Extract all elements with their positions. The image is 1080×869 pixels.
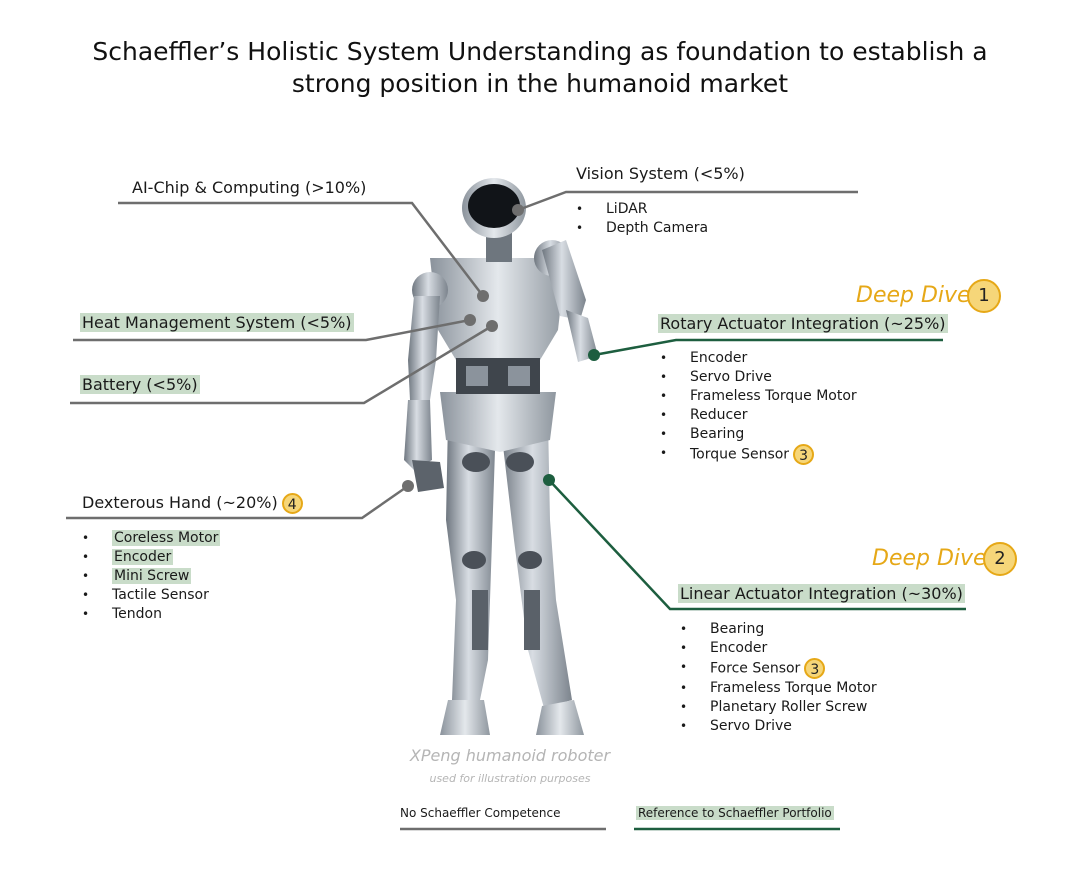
robot-illustration	[404, 178, 598, 735]
heat-connector	[73, 318, 471, 342]
rotary-marker	[588, 349, 600, 361]
heat-label-text: Heat Management System (<5%)	[80, 313, 354, 332]
vision-label: Vision System (<5%)	[576, 164, 745, 183]
list-item-text: Coreless Motor	[112, 530, 221, 546]
page-title: Schaeffler’s Holistic System Understandi…	[0, 36, 1080, 100]
list-item: Frameless Torque Motor	[660, 387, 857, 406]
hand-list: Coreless Motor Encoder Mini Screw Tactil…	[82, 529, 221, 624]
rotary-label-text: Rotary Actuator Integration (~25%)	[658, 314, 948, 333]
torque-sensor-badge: 3	[793, 444, 815, 465]
heat-marker	[464, 314, 476, 326]
title-line-1: Schaeffler’s Holistic System Understandi…	[92, 37, 988, 66]
ai-chip-label: AI-Chip & Computing (>10%)	[132, 178, 367, 197]
battery-label: Battery (<5%)	[80, 374, 200, 396]
linear-connector	[548, 479, 966, 611]
hand-label-text: Dexterous Hand (~20%)	[82, 493, 278, 512]
rotary-connector	[593, 338, 943, 357]
linear-label-text: Linear Actuator Integration (~30%)	[678, 584, 965, 603]
list-item: Bearing	[680, 620, 877, 639]
ai-chip-connector	[118, 201, 484, 297]
robot-caption-sub: used for illustration purposes	[429, 772, 591, 785]
list-item: Mini Screw	[82, 567, 220, 586]
linear-marker	[543, 474, 555, 486]
linear-deep-dive: Deep Dive	[872, 546, 987, 571]
legend-green-label: Reference to Schaeffler Portfolio	[636, 806, 834, 820]
list-item: Encoder	[82, 548, 220, 567]
list-item-text: Force Sensor	[710, 660, 801, 677]
list-item: Tendon	[82, 605, 220, 624]
linear-label: Linear Actuator Integration (~30%)	[678, 583, 965, 605]
list-item-text: Mini Screw	[112, 568, 192, 584]
battery-marker	[486, 320, 498, 332]
hand-label: Dexterous Hand (~20%)4	[82, 492, 303, 514]
list-item-text: Encoder	[112, 549, 174, 565]
list-item: Coreless Motor	[82, 529, 221, 548]
list-item: LiDAR	[576, 200, 708, 219]
connector-lines	[66, 190, 966, 831]
heat-label: Heat Management System (<5%)	[80, 312, 354, 334]
battery-label-text: Battery (<5%)	[80, 375, 200, 394]
list-item: Bearing	[660, 425, 857, 444]
list-item: Depth Camera	[576, 219, 708, 238]
list-item-text: Torque Sensor	[690, 446, 790, 463]
hand-connector	[66, 484, 409, 520]
list-item: Servo Drive	[660, 368, 857, 387]
rotary-deep-dive-badge: 1	[967, 279, 1001, 313]
list-item: Tactile Sensor	[82, 586, 220, 605]
rotary-list: Encoder Servo Drive Frameless Torque Mot…	[660, 349, 857, 465]
hand-badge: 4	[281, 493, 303, 514]
ai-chip-marker	[477, 290, 489, 302]
list-item: Reducer	[660, 406, 857, 425]
title-line-2: strong position in the humanoid market	[291, 69, 789, 98]
robot-caption: XPeng humanoid roboter	[409, 746, 611, 765]
linear-deep-dive-badge: 2	[983, 542, 1017, 576]
rotary-deep-dive: Deep Dive	[856, 283, 971, 308]
legend-gray-label: No Schaeffler Competence	[400, 806, 561, 820]
list-item: Planetary Roller Screw	[680, 698, 877, 717]
legend-green-text: Reference to Schaeffler Portfolio	[636, 806, 834, 820]
rotary-label: Rotary Actuator Integration (~25%)	[658, 313, 948, 335]
list-item: Servo Drive	[680, 717, 877, 736]
list-item: Encoder	[660, 349, 857, 368]
list-item: Frameless Torque Motor	[680, 679, 877, 698]
battery-connector	[70, 324, 493, 405]
list-item: Encoder	[680, 639, 877, 658]
force-sensor-badge: 3	[804, 658, 826, 679]
vision-list: LiDAR Depth Camera	[576, 200, 708, 238]
vision-marker	[512, 204, 524, 216]
hand-marker	[402, 480, 414, 492]
vision-connector	[517, 190, 858, 212]
